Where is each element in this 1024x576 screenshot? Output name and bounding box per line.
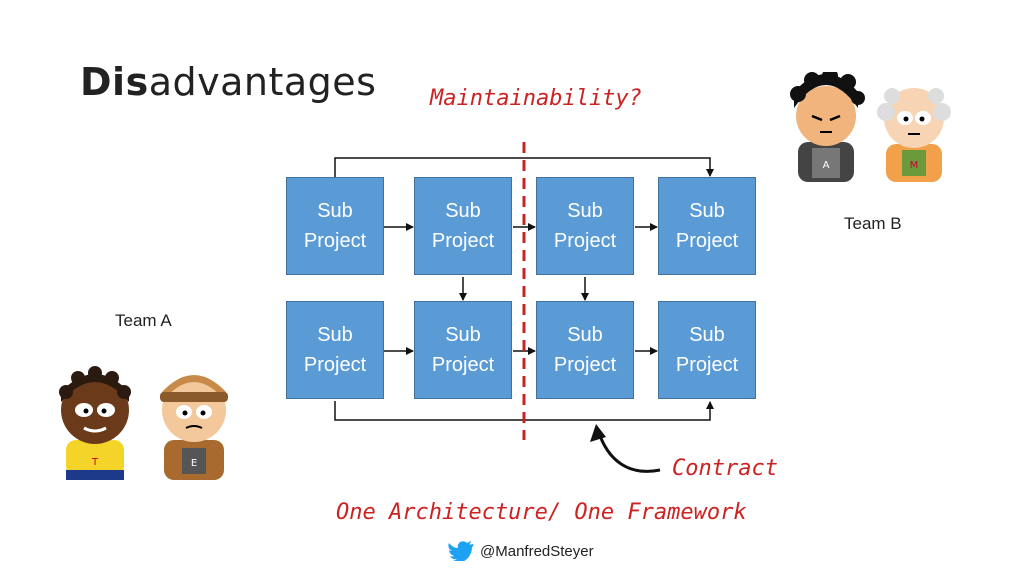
shirt-letter-m: M xyxy=(910,160,919,171)
top-bracket-connector xyxy=(334,157,714,177)
team-a-label: Team A xyxy=(115,311,172,330)
team-b-label: Team B xyxy=(844,214,902,233)
contract-arrow-head xyxy=(590,424,606,442)
team-a-character-t: T xyxy=(59,366,131,480)
sub-project-box: Sub Project xyxy=(658,301,756,399)
sub-project-box: Sub Project xyxy=(536,177,634,275)
shirt-letter-e: E xyxy=(191,458,197,469)
sub-project-box: Sub Project xyxy=(286,177,384,275)
contract-arrow xyxy=(596,429,661,473)
sub-project-box: Sub Project xyxy=(414,301,512,399)
twitter-bird-icon xyxy=(448,541,474,561)
footer-handle: @ManfredSteyer xyxy=(448,541,594,561)
title-rest: advantages xyxy=(148,60,377,104)
shirt-letter-a: A xyxy=(823,160,830,171)
title-bold: Dis xyxy=(80,60,149,104)
team-b-character-a: A xyxy=(790,72,865,182)
contract-annotation: Contract xyxy=(672,456,778,481)
sub-project-box: Sub Project xyxy=(286,301,384,399)
sub-project-box: Sub Project xyxy=(414,177,512,275)
maintainability-annotation: Maintainability? xyxy=(430,86,642,111)
team-b-character-m: M xyxy=(877,88,951,182)
one-architecture-annotation: One Architecture/ One Framework xyxy=(336,500,747,525)
twitter-handle: @ManfredSteyer xyxy=(480,542,594,560)
sub-project-box: Sub Project xyxy=(536,301,634,399)
team-a-character-e: E xyxy=(160,375,228,480)
shirt-letter-t: T xyxy=(91,457,99,468)
sub-project-box: Sub Project xyxy=(658,177,756,275)
slide-title: Disadvantages xyxy=(80,60,376,104)
